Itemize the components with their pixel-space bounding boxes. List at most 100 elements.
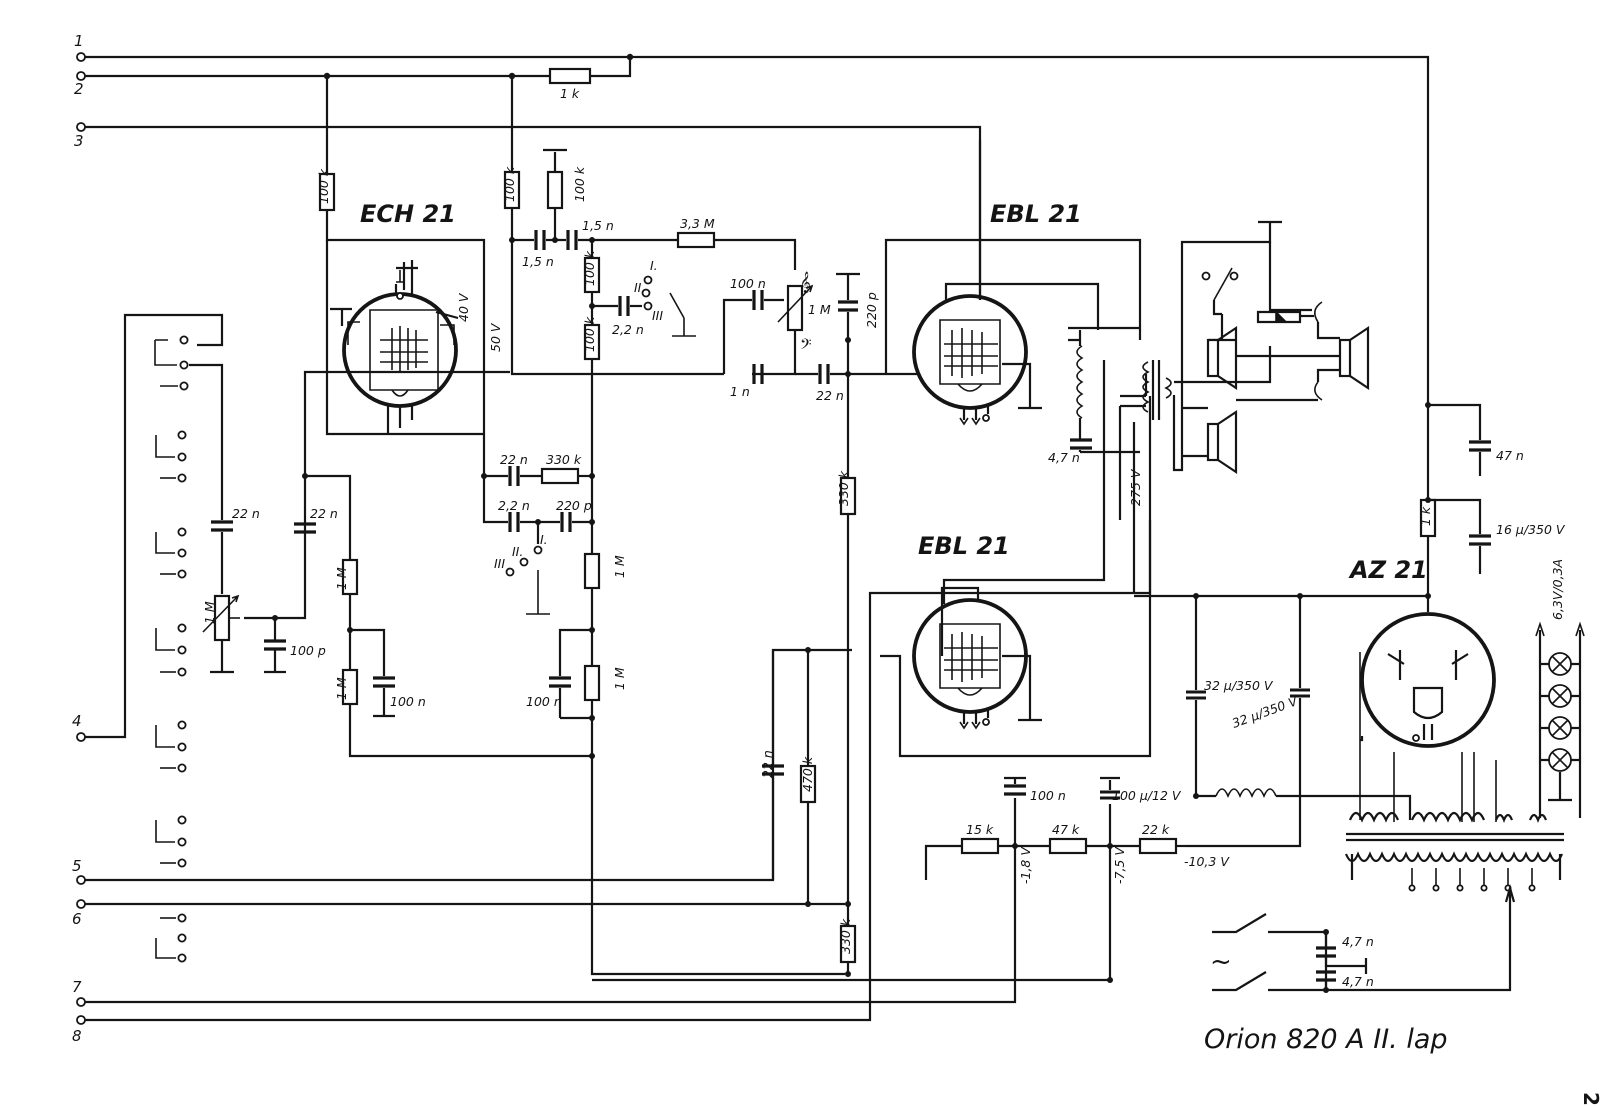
svg-text:3,3 M: 3,3 M <box>680 216 715 231</box>
resistor-1m-fb-b: 1 M <box>583 664 627 702</box>
resistor-3m3: 3,3 M <box>676 216 716 249</box>
page-number: 21 <box>1579 1092 1603 1106</box>
ech21-tube <box>330 260 459 434</box>
cap-22n-input-b: 22 n <box>294 506 338 534</box>
svg-text:220 p: 220 p <box>864 292 879 328</box>
ech21-coupling: 100 k 1,5 n 100 k 1,5 n 3,3 M 100 k <box>502 76 845 976</box>
cap-100p-input: 100 p <box>264 618 326 674</box>
svg-text:100 n: 100 n <box>526 694 562 709</box>
svg-text:47 n: 47 n <box>1496 448 1524 463</box>
bus-wires <box>85 55 1430 1022</box>
pilot-lamps: 6,3V/0,3A <box>1535 559 1585 818</box>
ebl21-bottom-tube <box>880 360 1152 758</box>
svg-text:1 M: 1 M <box>808 302 831 317</box>
svg-text:22 n: 22 n <box>232 506 260 521</box>
terminal-strip: 1 2 3 4 5 6 7 8 <box>72 32 86 1045</box>
terminal-1: 1 <box>74 32 86 62</box>
svg-text:100 k: 100 k <box>582 316 597 352</box>
svg-text:1,5 n: 1,5 n <box>522 254 554 269</box>
diagram-title: Orion 820 A II. lap <box>1204 1024 1448 1055</box>
resistor-470k: 470 k <box>799 756 817 804</box>
resistor-1m-grid-b: 1 M <box>334 668 359 706</box>
svg-text:2,2 n: 2,2 n <box>612 322 644 337</box>
svg-text:22 k: 22 k <box>1142 822 1170 837</box>
tone-switch: I. II. III <box>634 258 696 337</box>
resistor-330k-bottom: 330 k <box>838 918 857 964</box>
svg-text:330 k: 330 k <box>836 470 851 506</box>
svg-text:100 k: 100 k <box>582 250 597 286</box>
lamp-1 <box>1540 652 1580 676</box>
az21-tube <box>1360 612 1496 748</box>
speaker-a <box>1206 325 1238 391</box>
terminal-6: 6 <box>72 899 86 928</box>
svg-text:330 k: 330 k <box>546 452 582 467</box>
terminal-3: 3 <box>74 122 86 150</box>
ebl21-bottom-label: EBL 21 <box>918 532 1010 560</box>
input-selector-switch <box>154 335 189 963</box>
lamp-2 <box>1540 684 1580 708</box>
svg-text:4,7 n: 4,7 n <box>1342 974 1374 989</box>
svg-text:8: 8 <box>72 1027 82 1045</box>
svg-text:100 k: 100 k <box>572 166 587 202</box>
tone-control: 100 n 1 M 𝄞 𝄢 1 n 22 n 220 p 330 k <box>722 272 920 926</box>
svg-text:32 μ/350 V: 32 μ/350 V <box>1204 678 1274 693</box>
svg-text:50 V: 50 V <box>488 322 503 352</box>
svg-text:1,5 n: 1,5 n <box>582 218 614 233</box>
svg-text:22 n: 22 n <box>760 750 775 778</box>
svg-text:III: III <box>494 556 505 571</box>
svg-text:I.: I. <box>650 258 658 273</box>
input-network: 22 n 1 M 100 p 22 n 1 M <box>189 363 594 758</box>
svg-text:100 μ/12 V: 100 μ/12 V <box>1112 788 1182 803</box>
svg-text:1 k: 1 k <box>560 86 580 101</box>
svg-text:22 n: 22 n <box>816 388 844 403</box>
terminal-7: 7 <box>72 978 86 1007</box>
svg-text:2,2 n: 2,2 n <box>498 498 530 513</box>
svg-text:-1,8 V: -1,8 V <box>1018 846 1033 884</box>
ebl21-top-tube <box>884 140 1142 426</box>
svg-text:1: 1 <box>74 32 84 50</box>
svg-text:1 M: 1 M <box>202 601 217 624</box>
resistor-15k: 15 k <box>960 822 1000 855</box>
lamp-4 <box>1540 748 1580 772</box>
svg-text:330 k: 330 k <box>838 918 853 954</box>
ebl21-top-label: EBL 21 <box>990 200 1082 228</box>
svg-text:4,7 n: 4,7 n <box>1048 450 1080 465</box>
svg-text:22 n: 22 n <box>500 452 528 467</box>
ech21-stage: 100 k ECH 21 40 V 50 V <box>316 76 503 476</box>
resistor-100k-coupling-a: 100 k <box>502 166 521 210</box>
svg-text:100 p: 100 p <box>290 643 326 658</box>
az21-label: AZ 21 <box>1348 556 1428 584</box>
resistor-1k-psu: 1 k <box>1418 498 1437 538</box>
mains-input: ~ 4,7 n 4,7 n <box>1210 913 1374 993</box>
svg-text:~: ~ <box>1210 947 1232 977</box>
resistor-22k: 22 k <box>1138 822 1178 855</box>
resistor-100k-coupling-b: 100 k <box>546 166 587 210</box>
svg-text:III: III <box>652 308 663 323</box>
svg-text:1 M: 1 M <box>612 555 627 578</box>
speaker-c <box>1338 325 1370 391</box>
svg-text:1 M: 1 M <box>612 667 627 690</box>
svg-text:1 n: 1 n <box>730 384 750 399</box>
svg-text:32 μ/350 V: 32 μ/350 V <box>1230 693 1301 731</box>
svg-text:6,3V/0,3A: 6,3V/0,3A <box>1550 559 1565 620</box>
svg-text:-7,5 V: -7,5 V <box>1112 846 1127 884</box>
resistor-100k-divider-a: 100 k <box>582 250 601 294</box>
terminal-4: 4 <box>72 712 86 742</box>
resistor-330k-fb: 330 k <box>540 452 582 485</box>
svg-text:7: 7 <box>72 978 82 996</box>
resistor-100k-ech-anode: 100 k <box>316 168 336 212</box>
svg-text:22 n: 22 n <box>310 506 338 521</box>
svg-text:220 p: 220 p <box>556 498 592 513</box>
terminal-2: 2 <box>74 71 86 98</box>
svg-text:100 n: 100 n <box>390 694 426 709</box>
svg-text:I.: I. <box>540 532 548 547</box>
svg-text:275 V: 275 V <box>1128 468 1143 506</box>
speaker-network <box>1172 220 1370 475</box>
svg-text:40 V: 40 V <box>456 292 471 322</box>
resistor-1k-supply: 1 k <box>548 67 592 101</box>
svg-text:100 n: 100 n <box>1030 788 1066 803</box>
svg-text:1 M: 1 M <box>334 677 349 700</box>
svg-text:1 M: 1 M <box>334 567 349 590</box>
resistor-47k: 47 k <box>1048 822 1088 855</box>
